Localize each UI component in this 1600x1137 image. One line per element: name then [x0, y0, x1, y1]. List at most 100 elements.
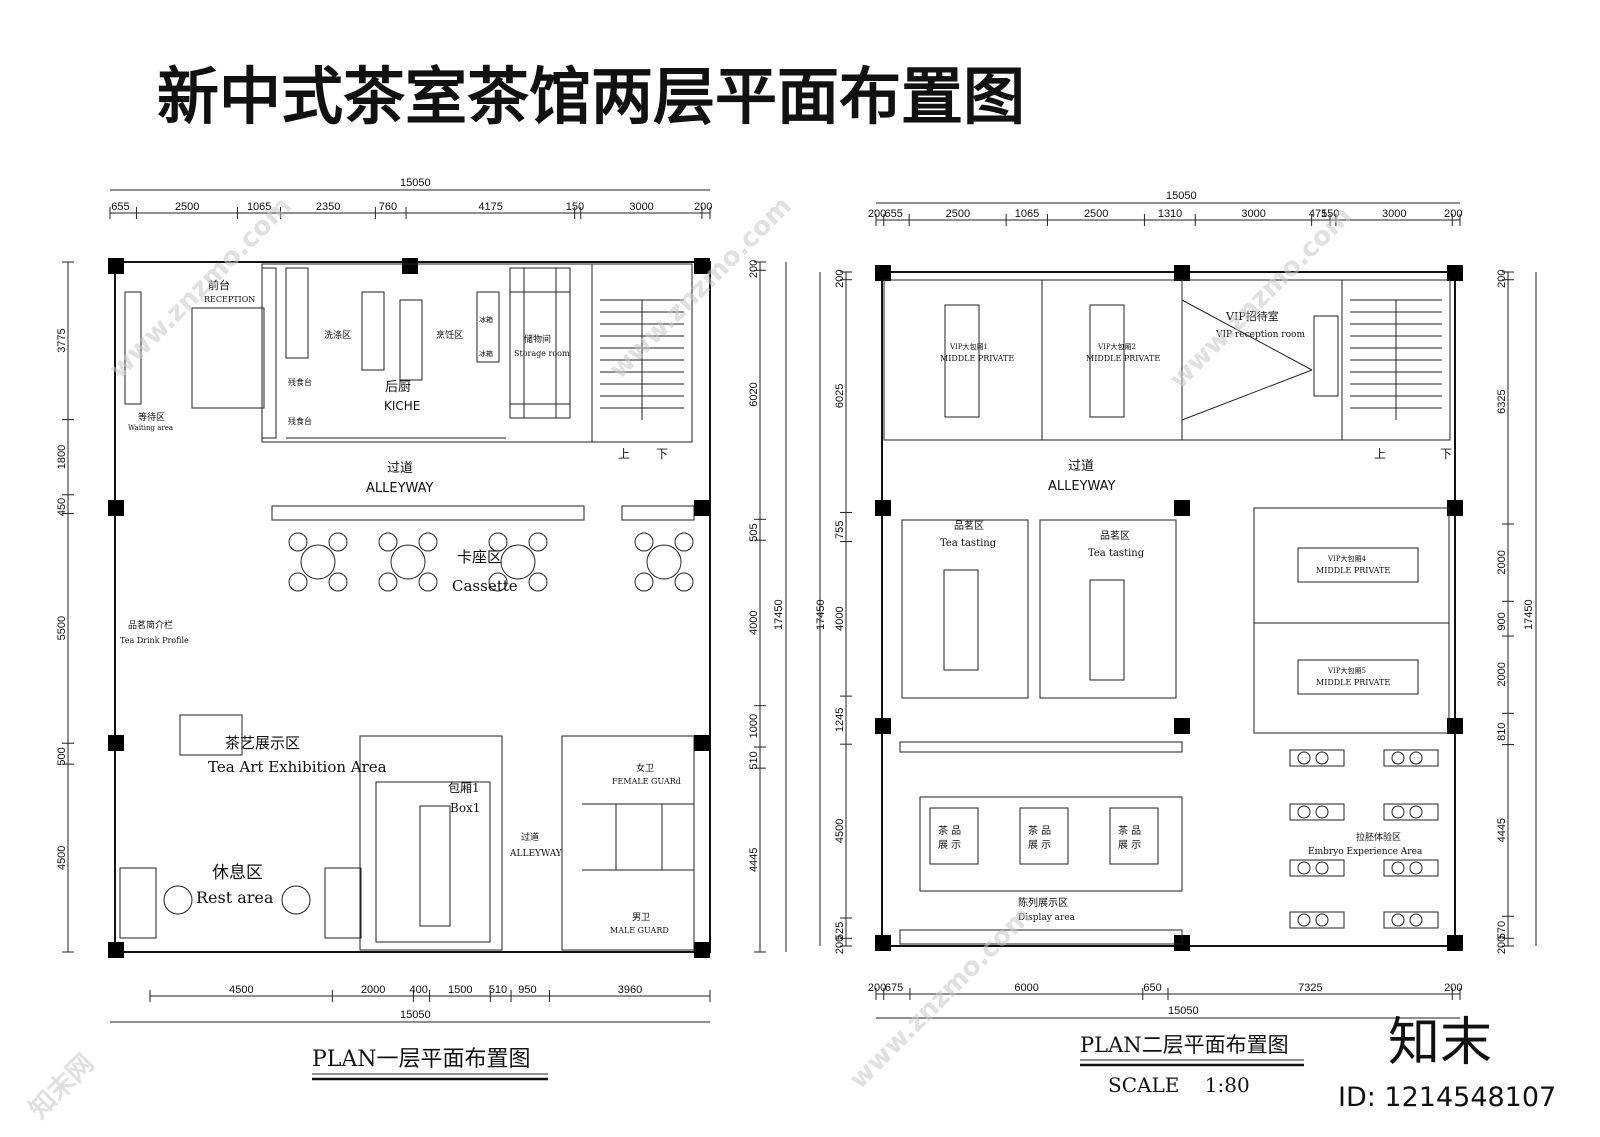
plan2-embryo-seats: [1289, 749, 1439, 929]
watermark-site-1: www.znzmo.com: [104, 191, 298, 385]
stair-down-2: 下: [1440, 447, 1452, 461]
chair: [488, 532, 508, 552]
pottery-wheel: [1409, 861, 1423, 875]
chair: [328, 572, 348, 592]
plan2-left-dim-1: 6025: [834, 384, 846, 408]
tea-show-a: 茶 品: [938, 824, 961, 837]
vip1-en: MIDDLE PRIVATE: [940, 354, 1014, 363]
plan1-top-dim-5: 4175: [478, 201, 502, 213]
teaart-cn: 茶艺展示区: [225, 734, 300, 752]
plan2-right-dim-2: 2000: [1496, 550, 1508, 574]
pottery-bench: [1383, 803, 1439, 821]
box-en: Box1: [450, 801, 480, 815]
plan2-caption: PLAN二层平面布置图: [1080, 1033, 1289, 1057]
female-cn: 女卫: [636, 762, 654, 774]
tt2-en: Tea tasting: [1088, 548, 1145, 559]
plan1-bottom-dim-3: 1500: [448, 984, 472, 996]
plan2-left-dim-0: 200: [834, 270, 846, 288]
plan2-left-dim-3: 4000: [834, 606, 846, 630]
teaart-en: Tea Art Exhibition Area: [208, 758, 387, 776]
pottery-wheel: [1297, 805, 1311, 819]
plan2-top-dim-6: 3000: [1241, 208, 1265, 220]
display-cn: 陈列展示区: [1018, 896, 1068, 909]
pottery-wheel: [1315, 805, 1329, 819]
plan2-bottom-dim-5: 200: [1444, 982, 1462, 994]
plan2-bottom-dim-0: 200: [868, 982, 886, 994]
plan1-right-dim-6: 4445: [748, 848, 760, 872]
plan1-cassette-tables: [288, 532, 694, 592]
plan2-top-dim-9: 3000: [1382, 208, 1406, 220]
chair: [634, 572, 654, 592]
plan1-bottom-dim-0: 4500: [229, 984, 253, 996]
plan2-top-dim-2: 2500: [946, 208, 970, 220]
plan2-display-tables: 茶 品展 示茶 品展 示茶 品展 示: [929, 807, 1159, 865]
rest-en: Rest area: [196, 888, 274, 907]
pottery-wheel: [1391, 751, 1405, 765]
watermark-site-2: www.znzmo.com: [604, 191, 798, 385]
tea-show-b: 展 示: [1028, 839, 1051, 851]
plan1-left-dim-2: 450: [56, 498, 68, 516]
plan2-right-total: 17450: [1523, 599, 1535, 630]
pottery-bench: [1383, 859, 1439, 877]
pottery-wheel: [1391, 913, 1405, 927]
plan1-right-dim-0: 200: [748, 260, 760, 278]
round-table: [300, 544, 336, 580]
vip4-cn: VIP大包厢4: [1327, 554, 1367, 563]
plan2-left-dim-4: 1245: [834, 708, 846, 732]
female-en: FEMALE GUARd: [612, 777, 681, 786]
plan1-left-dim-1: 1800: [56, 445, 68, 469]
display-table: [929, 807, 979, 865]
pottery-wheel: [1297, 913, 1311, 927]
pottery-wheel: [1297, 861, 1311, 875]
plan1-left-dim-4: 500: [56, 747, 68, 765]
plan2-left-dim-5: 4500: [834, 819, 846, 843]
stair-down-1: 下: [656, 447, 668, 461]
pottery-wheel: [1409, 913, 1423, 927]
plan2-top-dim-4: 2500: [1084, 208, 1108, 220]
tt1-en: Tea tasting: [940, 538, 997, 549]
plan2-bottom-total: 15050: [1168, 1005, 1199, 1017]
plan1-left-dim-5: 4500: [56, 846, 68, 870]
tea-show-b: 展 示: [938, 839, 961, 851]
plan2-right-dim-5: 810: [1496, 723, 1508, 741]
display-en: Display area: [1018, 913, 1076, 923]
pottery-bench: [1383, 749, 1439, 767]
plan2-left-dim-2: 755: [834, 521, 846, 539]
pottery-bench: [1289, 911, 1345, 929]
vip2-cn: VIP大包厢2: [1097, 342, 1136, 351]
plan1-right-dim-4: 1000: [748, 714, 760, 738]
alley-en: ALLEYWAY: [366, 481, 434, 496]
plan1-top-dim-7: 3000: [629, 201, 653, 213]
teadrink-cn: 品茗简介栏: [128, 619, 173, 631]
plan2-right-dim-8: 200: [1496, 936, 1508, 954]
plan2-left-dim-6: 525: [834, 922, 846, 940]
plan2-top-dim-10: 200: [1444, 208, 1462, 220]
cassette-en: Cassette: [452, 577, 518, 595]
plan1-bottom-dim-2: 400: [409, 984, 427, 996]
watermark-site-3: www.znzmo.com: [1164, 201, 1358, 395]
plan1-top-dim-2: 1065: [247, 201, 271, 213]
chair: [418, 572, 438, 592]
plan1-bottom-dim-6: 3960: [618, 984, 642, 996]
plan2-bottom-dim-1: 675: [885, 982, 903, 994]
plan2-left-dim-7: 200: [834, 936, 846, 954]
plan2-right-dim-1: 6325: [1496, 389, 1508, 413]
pottery-wheel: [1391, 805, 1405, 819]
page-title: 新中式茶室茶馆两层平面布置图: [157, 60, 1025, 133]
vip5-en: MIDDLE PRIVATE: [1316, 678, 1390, 687]
plan1-stair: [600, 299, 684, 420]
plan2-scale: SCALE 1:80: [1108, 1073, 1250, 1097]
plan1-bottom-dim-1: 2000: [361, 984, 385, 996]
embryo-en: Embryo Experience Area: [1308, 847, 1423, 857]
plan2-top-total: 15050: [1166, 190, 1197, 202]
residue-2: 残食台: [288, 416, 312, 426]
plan2-top-dim-7: 475: [1309, 208, 1327, 220]
